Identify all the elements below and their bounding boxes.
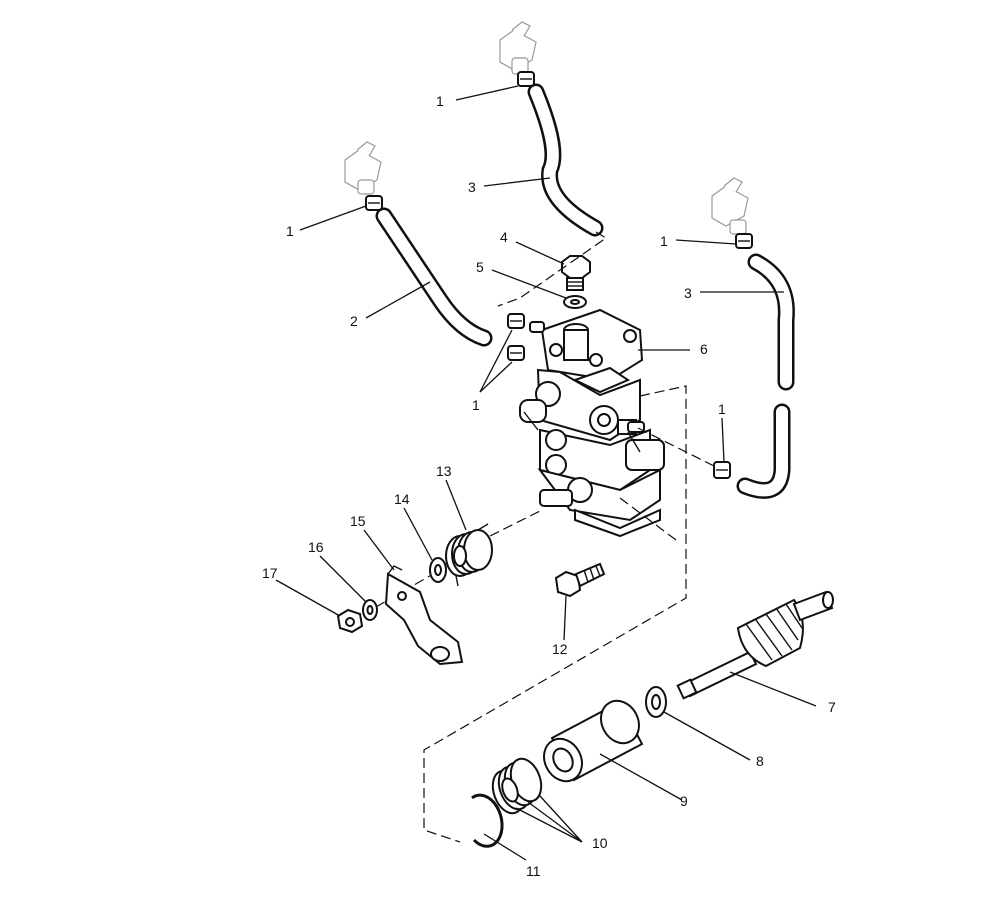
pump-outlet-fitting-icon [529,321,545,333]
leader-12 [563,595,567,641]
leader-14 [403,507,433,561]
callout-17: 17 [262,565,278,581]
callout-15: 15 [350,513,366,529]
callout-7: 7 [828,699,836,715]
leader-8 [663,711,751,761]
callout-6: 6 [700,341,708,357]
bleed-screw-icon [561,255,591,291]
pump-inlet-fitting-icon [627,421,645,433]
leader-1-right-lower [721,417,725,463]
drive-shaft-icon [676,590,834,700]
sealing-washer-icon [563,295,587,309]
hose-clamp-right-lower-icon [713,461,731,479]
callout-12: 12 [552,641,568,657]
leader-1-right-top [675,239,737,245]
leader-10-a [515,807,583,843]
leader-1-pump-b [479,361,513,393]
thrust-washer-icon [645,686,667,718]
hose-clamp-right-icon [735,233,753,249]
oil-hose-right-lower-icon [736,403,791,499]
hose-clamp-pump-upper-icon [507,313,525,329]
assembly-guide-spring [489,509,543,537]
callout-5: 5 [476,259,484,275]
oil-hose-right-upper-icon [747,253,795,391]
callout-3-right: 3 [684,285,692,301]
leader-10-c [539,795,583,843]
hose-clamp-pump-lower-icon [507,345,525,361]
leader-1-left [299,205,367,231]
leader-13 [445,479,467,531]
callout-3-top: 3 [468,179,476,195]
collar-icon [543,699,644,783]
leader-7 [729,671,817,707]
hose-clamp-top-icon [517,71,535,87]
callout-2: 2 [350,313,358,329]
callout-10: 10 [592,835,608,851]
snap-ring-icon [471,793,504,848]
oil-hose-top-icon [527,83,604,237]
callout-11: 11 [526,863,541,879]
collar-springs-icon [491,757,543,815]
hex-nut-icon [336,608,364,634]
control-lever-icon [384,565,464,666]
lever-washer-icon [429,557,447,583]
oil-pump-icon [519,308,665,538]
leader-1-pump-a [479,329,513,393]
leader-15 [363,529,395,571]
callout-13: 13 [436,463,452,479]
assembly-guide-shaft [423,385,687,843]
callout-1-right-top: 1 [660,233,668,249]
hose-clamp-left-icon [365,195,383,211]
injector-nozzle-top-icon [499,21,537,75]
callout-14: 14 [394,491,410,507]
leader-2 [365,281,431,319]
assembly-guide-pump-top [497,231,608,307]
leader-17 [275,579,341,617]
assembly-guide-bolt [619,497,677,541]
lock-washer-icon [362,599,378,621]
oil-hose-left-icon [375,207,493,347]
leader-1-top [455,85,519,101]
callout-4: 4 [500,229,508,245]
leader-5 [491,269,567,299]
leader-16 [319,555,367,603]
callout-1-right-lower: 1 [718,401,726,417]
leader-3-top [483,177,551,187]
leader-9 [599,753,683,801]
callout-16: 16 [308,539,324,555]
return-spring-icon [445,523,493,587]
leader-4 [515,241,565,265]
callout-1-top: 1 [436,93,444,109]
callout-1-pump: 1 [472,397,480,413]
injector-nozzle-left-icon [344,141,382,195]
callout-9: 9 [680,793,688,809]
leader-11 [483,833,527,861]
leader-10-b [527,801,583,843]
injector-nozzle-right-icon [711,177,749,235]
callout-8: 8 [756,753,764,769]
mounting-bolt-icon [554,562,606,598]
callout-1-left: 1 [286,223,294,239]
